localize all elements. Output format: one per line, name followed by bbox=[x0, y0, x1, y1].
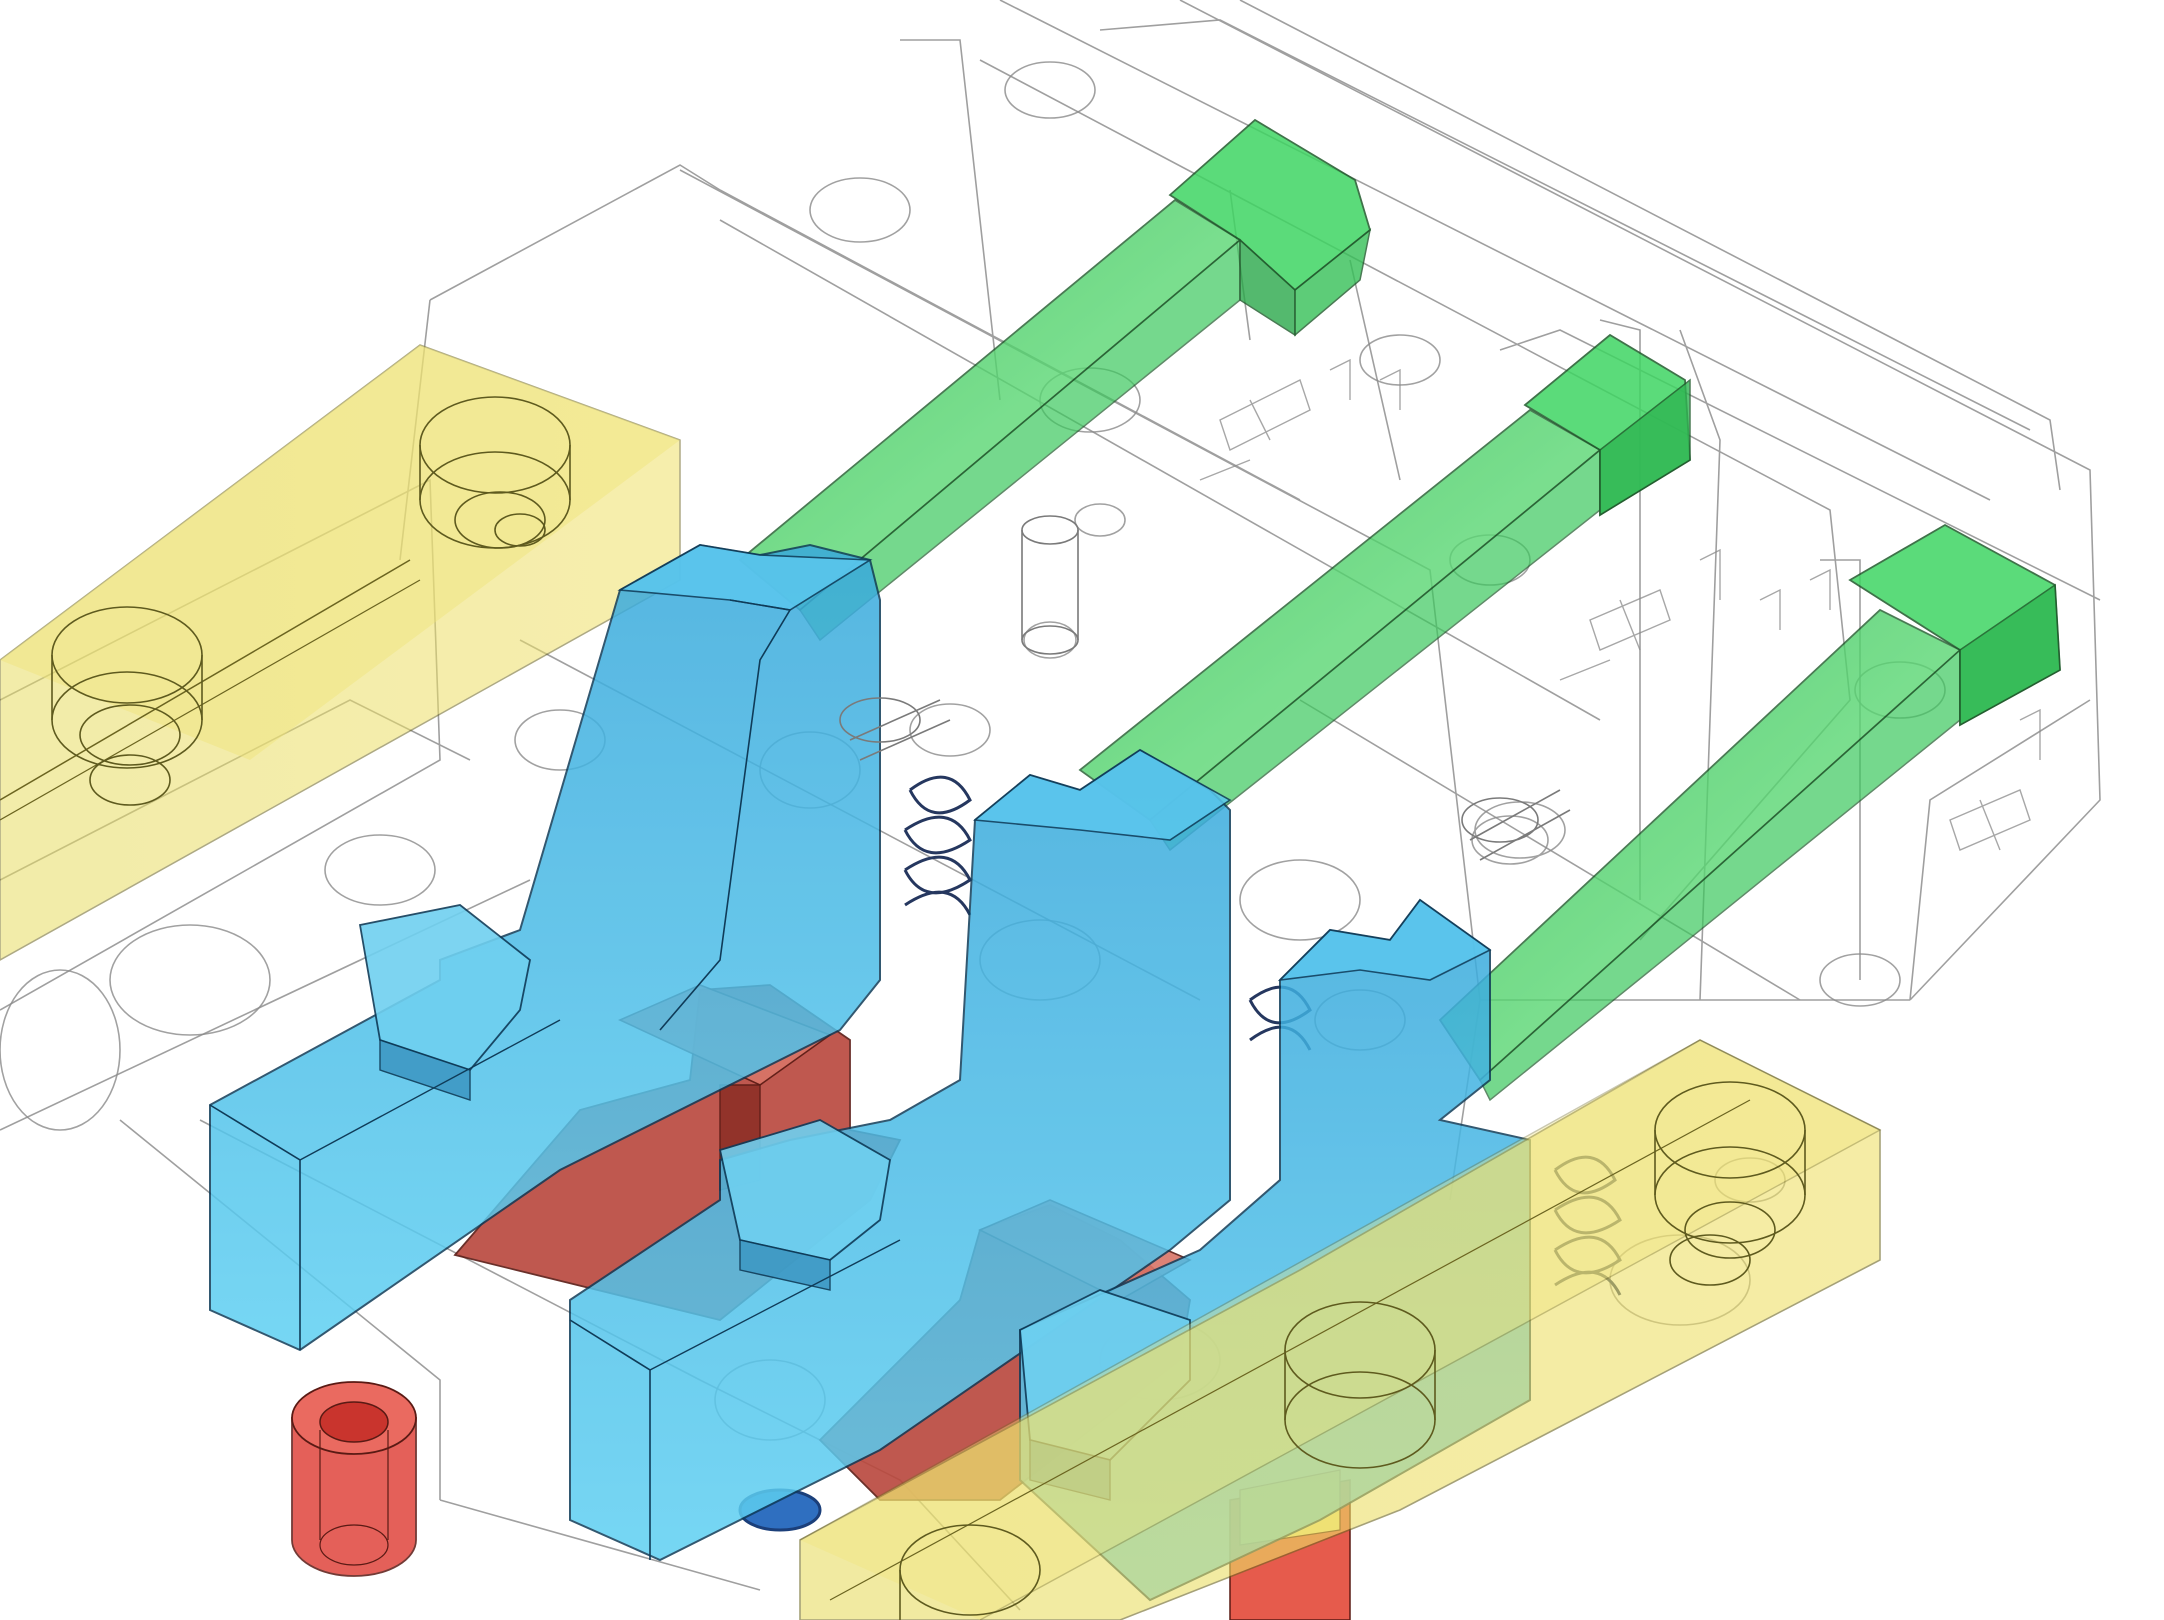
dowel-pins bbox=[839, 515, 1571, 861]
housing-slots bbox=[1199, 358, 2041, 851]
yellow-rail-right bbox=[799, 1039, 1882, 1620]
dark-coil-spring bbox=[738, 775, 1622, 1532]
green-spring-arm bbox=[738, 118, 2061, 1102]
yellow-rail-left bbox=[0, 344, 681, 961]
red-bushing bbox=[291, 1381, 417, 1577]
